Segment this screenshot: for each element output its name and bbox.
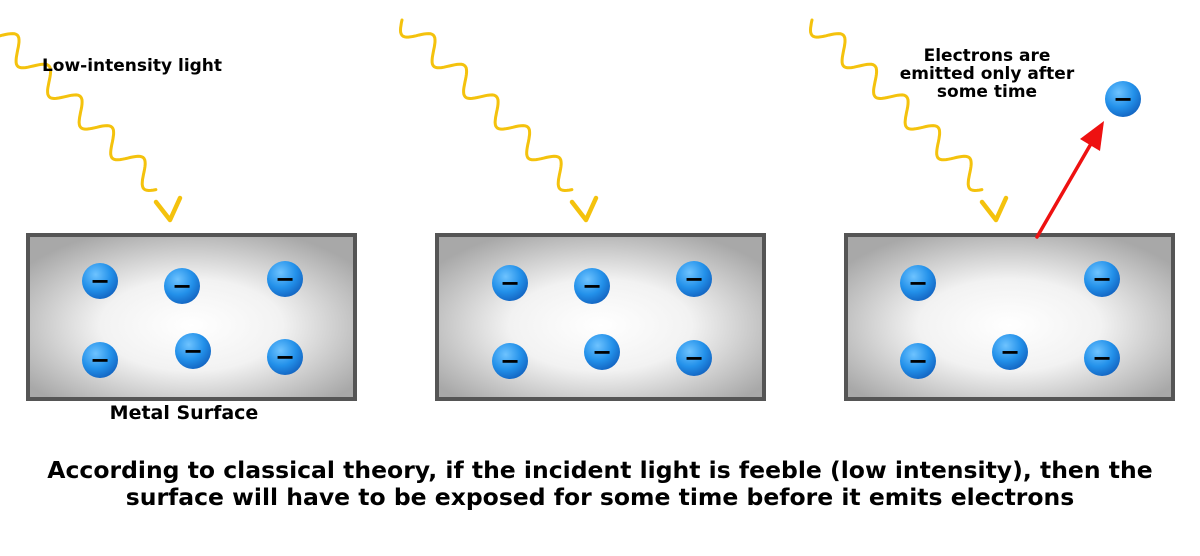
electron-ball [267, 339, 303, 375]
electron: − [584, 334, 620, 370]
electron-minus-sign: − [90, 346, 110, 374]
electron-minus-sign: − [1000, 338, 1020, 366]
light-wave-3 [808, 18, 984, 193]
light-wave-1-arrowhead [153, 195, 183, 223]
electron: − [492, 343, 528, 379]
electron: − [900, 265, 936, 301]
electron-ball [676, 340, 712, 376]
electron-minus-sign: − [183, 337, 203, 365]
metal-plate-2 [435, 233, 766, 401]
electron: − [1084, 261, 1120, 297]
electron-minus-sign: − [275, 343, 295, 371]
electron-ball [900, 343, 936, 379]
electron: − [992, 334, 1028, 370]
electron-minus-sign: − [1092, 265, 1112, 293]
electron-ball [574, 268, 610, 304]
electron-minus-sign: − [1113, 85, 1133, 113]
electron-ball [82, 342, 118, 378]
metal-plates [26, 233, 1175, 401]
electron: − [267, 339, 303, 375]
electron-ball [175, 333, 211, 369]
electron: − [574, 268, 610, 304]
light-waves [0, 18, 1009, 223]
caption: According to classical theory, if the in… [47, 456, 1153, 512]
electron-minus-sign: − [500, 347, 520, 375]
electron-minus-sign: − [908, 269, 928, 297]
metal-surface-label: Metal Surface [109, 402, 259, 424]
electron-ball [1105, 81, 1141, 117]
electron-minus-sign: − [90, 267, 110, 295]
electron-minus-sign: − [1092, 344, 1112, 372]
light-wave-2 [398, 18, 574, 193]
electron-ball [992, 334, 1028, 370]
electrons-emitted-label: Electrons are emitted only after some ti… [899, 46, 1075, 102]
electron-minus-sign: − [172, 272, 192, 300]
electron: − [82, 263, 118, 299]
electron-minus-sign: − [500, 269, 520, 297]
electron: − [82, 342, 118, 378]
electron: − [164, 268, 200, 304]
electron-ball [492, 343, 528, 379]
electron-minus-sign: − [908, 347, 928, 375]
electron-minus-sign: − [275, 265, 295, 293]
light-wave-1 [0, 32, 158, 193]
electron-minus-sign: − [582, 272, 602, 300]
low-intensity-light-label: Low-intensity light [41, 56, 223, 76]
electron-ball [900, 265, 936, 301]
electron: − [900, 343, 936, 379]
electron-minus-sign: − [684, 344, 704, 372]
electron-ball [676, 261, 712, 297]
electron-ball [584, 334, 620, 370]
emitted-electron: − [1105, 81, 1141, 117]
electron: − [267, 261, 303, 297]
emission-arrow [1035, 121, 1104, 239]
electron-ball [1084, 261, 1120, 297]
electron: − [492, 265, 528, 301]
electron: − [175, 333, 211, 369]
electron-minus-sign: − [592, 338, 612, 366]
electron: − [676, 340, 712, 376]
electron-ball [82, 263, 118, 299]
light-wave-2-arrowhead [569, 195, 599, 223]
electron-ball [492, 265, 528, 301]
electron: − [676, 261, 712, 297]
electron-minus-sign: − [684, 265, 704, 293]
electron-ball [267, 261, 303, 297]
electrons: − − − − − − − − − − − − − − − − − − [82, 81, 1141, 379]
light-wave-3-arrowhead [979, 195, 1009, 223]
metal-plate-3 [844, 233, 1175, 401]
electron: − [1084, 340, 1120, 376]
electron-ball [1084, 340, 1120, 376]
electron-ball [164, 268, 200, 304]
metal-plate-1 [26, 233, 357, 401]
